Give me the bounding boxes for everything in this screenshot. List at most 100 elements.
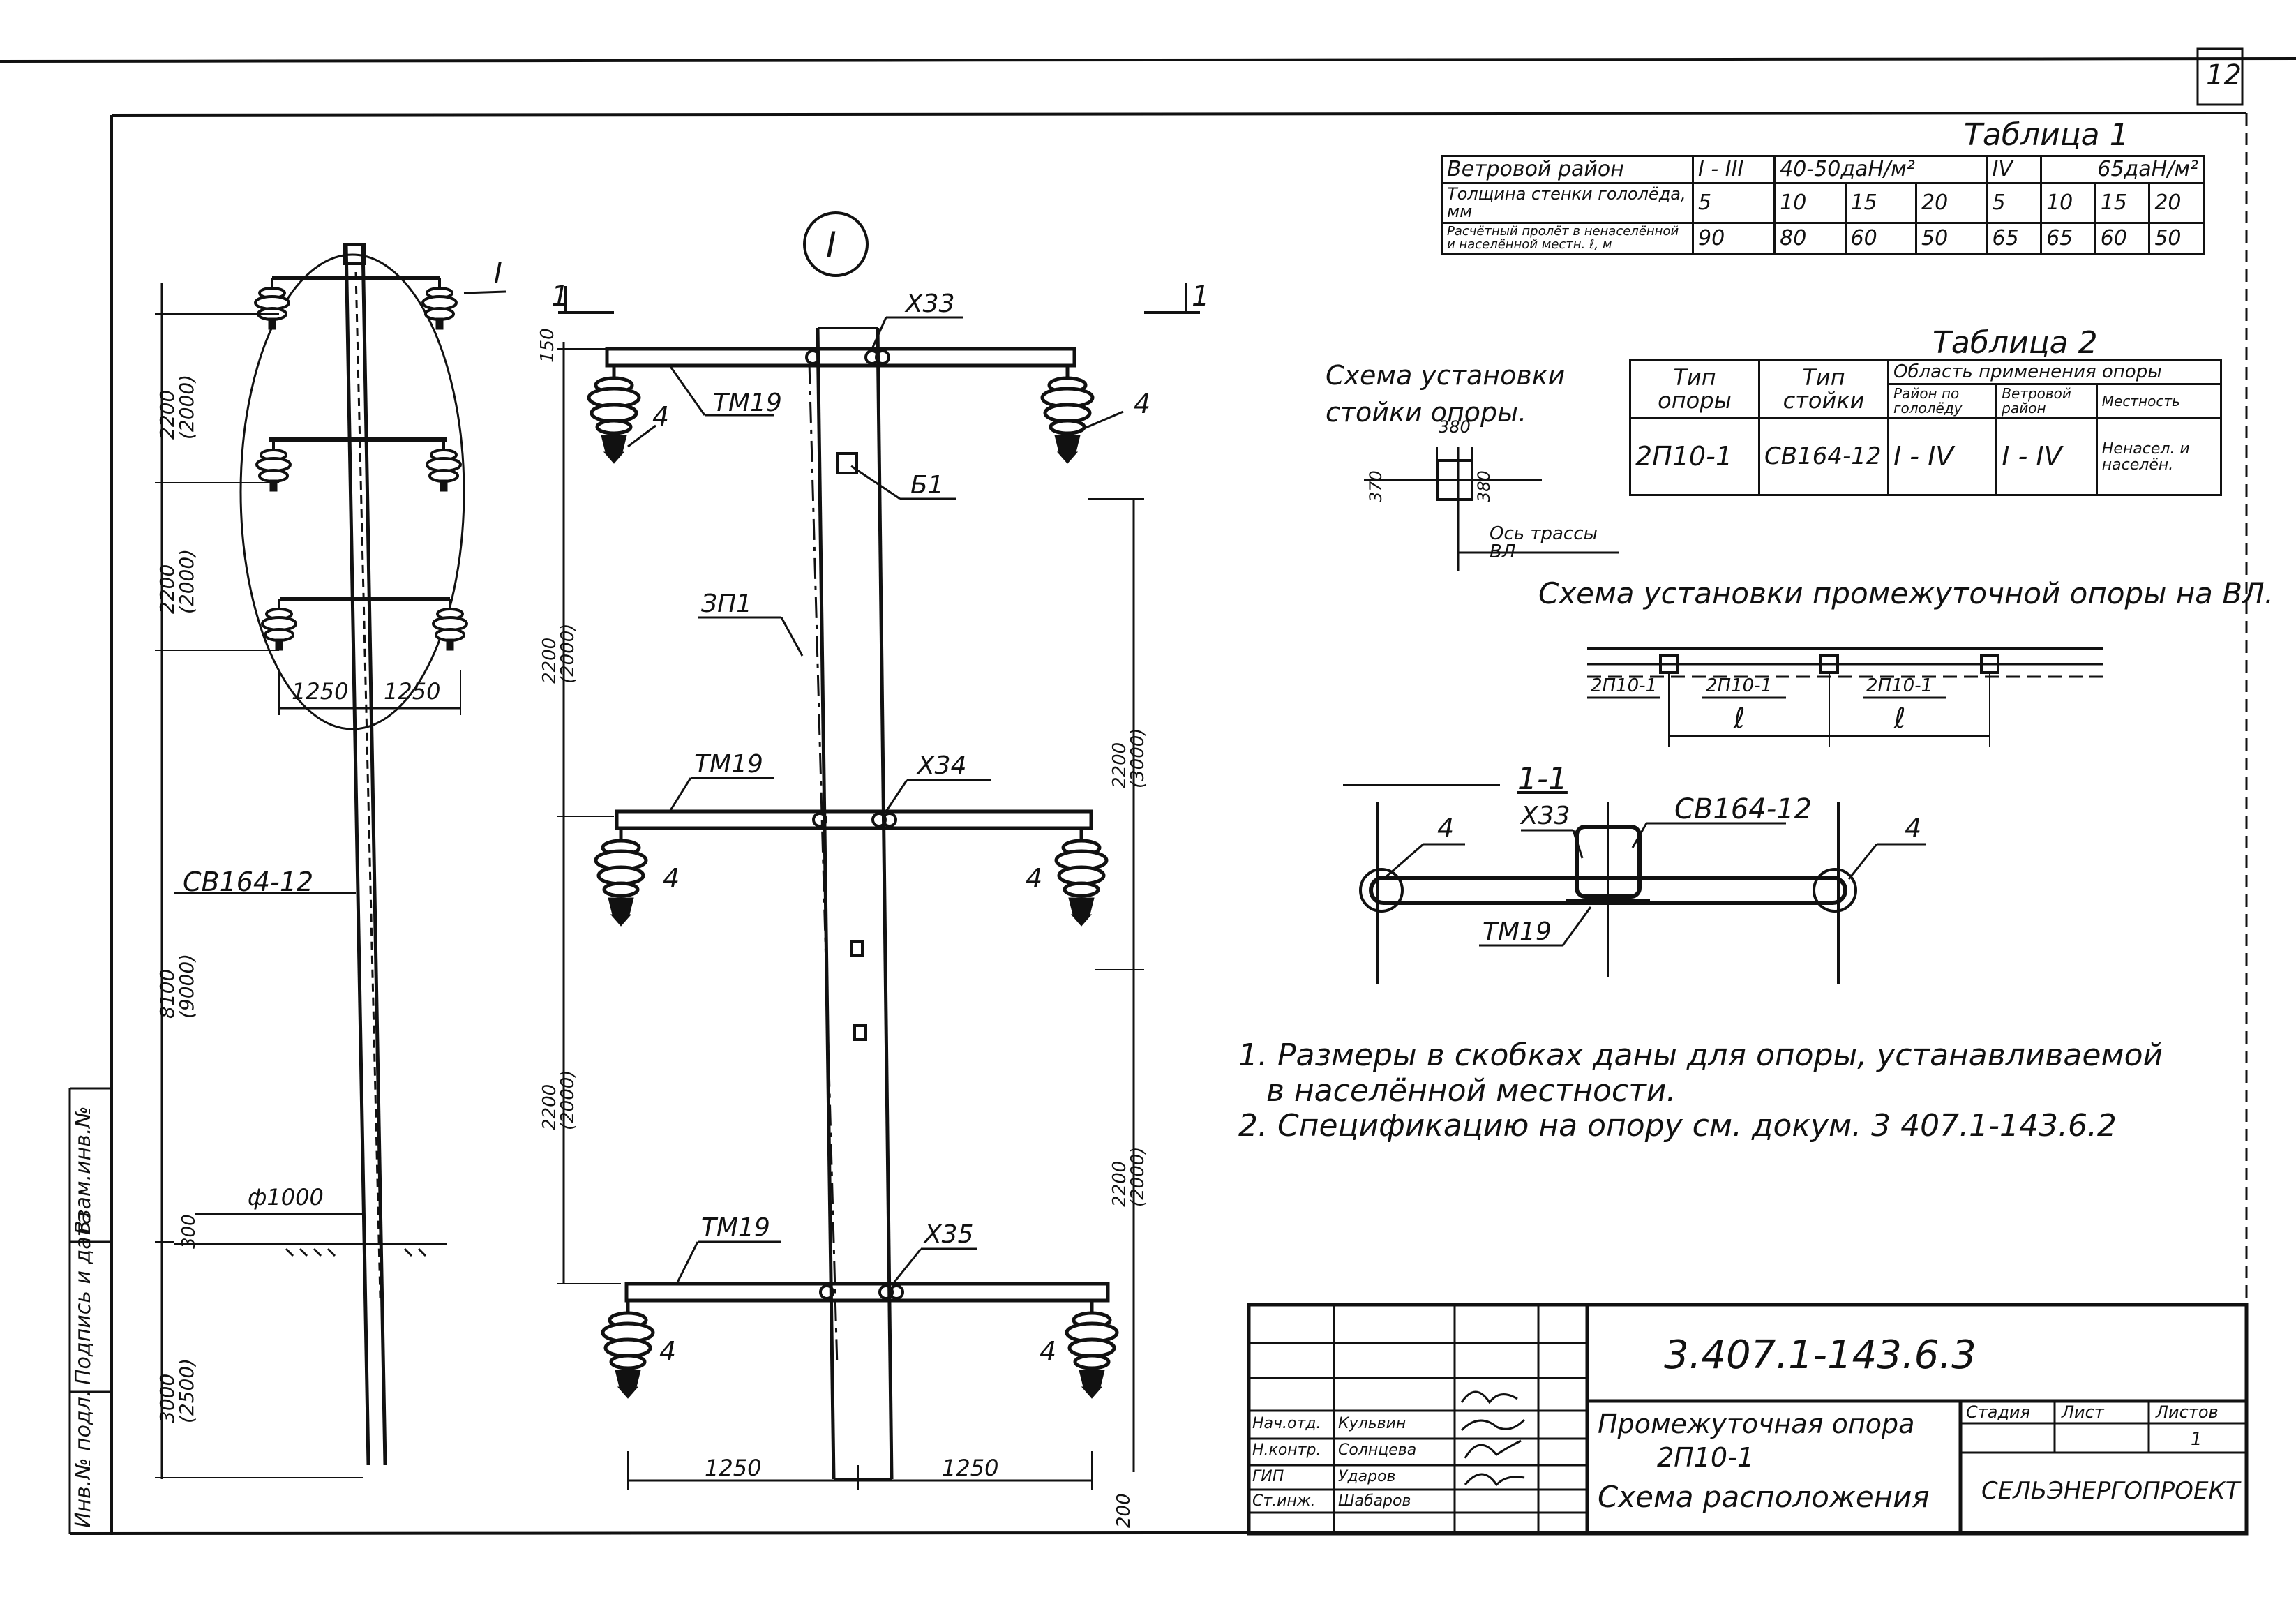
- drawing-title-2: 2П10-1: [1657, 1442, 1754, 1473]
- pole-dim-arm1: 2200 (2000): [156, 374, 198, 440]
- detail-label-x33: Х33: [906, 290, 955, 318]
- organization: СЕЛЬЭНЕРГОПРОЕКТ: [1981, 1477, 2240, 1505]
- detail-label-tm19-top: ТМ19: [713, 389, 782, 417]
- table1-span-cell: 50: [2148, 221, 2205, 255]
- section-label-insulator-left: 4: [1437, 813, 1455, 844]
- detail-dim-bottom-right: 1250: [942, 1455, 999, 1481]
- table2-col-terrain: Местность: [2095, 383, 2223, 420]
- role-gip: ГИП: [1252, 1468, 1284, 1485]
- detail-label-x35: Х35: [924, 1220, 974, 1249]
- section-label-tm19: ТМ19: [1483, 917, 1552, 946]
- stamp-signature-date: Подпись и дата: [71, 1211, 96, 1386]
- role-norm: Н.контр.: [1252, 1441, 1321, 1459]
- role-head: Нач.отд.: [1252, 1415, 1321, 1432]
- table1-pressure2: 65даН/м²: [2040, 155, 2205, 184]
- table1-span-cell: 65: [1986, 221, 2043, 255]
- table2-col-ice: Район по гололёду: [1886, 383, 1998, 420]
- table1: Ветровой район I - III 40-50даН/м² IV 65…: [1441, 155, 2205, 255]
- line-span-label: ℓ: [1734, 703, 1746, 735]
- detail-view: [557, 211, 1200, 1490]
- detail-label-zp1: ЗП1: [701, 590, 753, 618]
- detail-dim-right-lower: 2200 (2000): [1109, 1146, 1148, 1207]
- table1-ice-cell: 5: [1986, 181, 2043, 224]
- pole-dim-embed: 3000 (2500): [156, 1358, 198, 1423]
- table2-cell-ice: I - IV: [1886, 417, 1998, 497]
- sheets-label: Листов: [2156, 1402, 2219, 1422]
- install-dim-right: 380: [1474, 470, 1494, 502]
- table1-wind-label: Ветровой район: [1441, 155, 1694, 184]
- table1-span-label: Расчётный пролёт в ненаселённой и населё…: [1441, 221, 1694, 255]
- table2-cell-wind: I - IV: [1995, 417, 2098, 497]
- name-head: Кульвин: [1338, 1415, 1406, 1432]
- detail-label-insulator: 4: [663, 863, 680, 894]
- table1-ice-cell: 20: [1915, 181, 1988, 224]
- sheet-frame: [0, 47, 2296, 1535]
- install-scheme-title: Схема установки стойки опоры.: [1326, 360, 1566, 428]
- line-pole-label: 2П10-1: [1591, 675, 1658, 696]
- table2-title: Таблица 2: [1933, 325, 2098, 361]
- table1-ice-cell: 5: [1691, 181, 1776, 224]
- pole-view: [155, 243, 507, 1479]
- line-pole-label: 2П10-1: [1706, 675, 1773, 696]
- detail-label-tm19-bot: ТМ19: [701, 1213, 770, 1242]
- table1-span-cell: 80: [1773, 221, 1847, 255]
- install-dim-top: 380: [1439, 417, 1471, 437]
- name-gip: Ударов: [1338, 1468, 1396, 1485]
- install-scheme-graphic: [1364, 447, 1619, 571]
- table1-ice-label: Толщина стенки гололёда, мм: [1441, 181, 1694, 224]
- detail-label-insulator: 4: [659, 1336, 677, 1367]
- table1-ice-cell: 15: [1844, 181, 1918, 224]
- drawing-title-1: Промежуточная опора: [1598, 1409, 1915, 1439]
- notes: 1. Размеры в скобках даны для опоры, уст…: [1238, 1037, 2163, 1144]
- pole-dim-height: 8100 (9000): [156, 953, 198, 1019]
- stamp-replacement: Взам.инв.№: [71, 1106, 96, 1235]
- note-2: 2. Спецификацию на опору см. докум. 3 40…: [1238, 1108, 2117, 1144]
- install-axis-label: Ось трассы ВЛ: [1490, 523, 1598, 562]
- table2-col-support: Тип опоры: [1629, 359, 1760, 420]
- name-norm: Солнцева: [1338, 1441, 1417, 1459]
- sheets-value: 1: [2191, 1429, 2203, 1450]
- table1-wind-group1: I - III: [1691, 155, 1776, 184]
- table1-span-cell: 60: [2094, 221, 2151, 255]
- table2: Тип опоры Тип стойки Область применения …: [1629, 359, 2223, 497]
- detail-section-mark-right: 1: [1192, 280, 1210, 313]
- table1-span-cell: 50: [1915, 221, 1988, 255]
- table2-cell-support: 2П10-1: [1629, 417, 1760, 497]
- table1-ice-cell: 10: [1773, 181, 1847, 224]
- section-label-x33: Х33: [1521, 802, 1570, 830]
- role-engineer: Ст.инж.: [1252, 1492, 1316, 1510]
- line-pole-label: 2П10-1: [1866, 675, 1933, 696]
- pole-dim-half-right: 1250: [384, 678, 441, 705]
- table2-cell-post: СВ164-12: [1758, 417, 1889, 497]
- detail-label-insulator: 4: [1026, 863, 1043, 894]
- line-scheme-title: Схема установки промежуточной опоры на В…: [1538, 576, 2274, 610]
- detail-section-mark-left: 1: [551, 280, 569, 313]
- pole-dim-small: 300: [179, 1214, 200, 1249]
- detail-dim-left-upper: 2200 (2000): [539, 623, 578, 684]
- detail-label-insulator: 4: [1134, 389, 1151, 419]
- section-title: 1-1: [1517, 761, 1568, 797]
- detail-dim-bottom-left: 1250: [705, 1455, 762, 1481]
- line-span-label: ℓ: [1894, 703, 1906, 735]
- stamp-inventory: Инв.№ подл.: [71, 1390, 96, 1528]
- table1-span-cell: 60: [1844, 221, 1918, 255]
- doc-code: 3.407.1-143.6.3: [1664, 1333, 1976, 1378]
- section-label-insulator-right: 4: [1905, 813, 1922, 844]
- section-1-1-graphic: [1343, 784, 1926, 984]
- table1-wind-group2: IV: [1986, 155, 2043, 184]
- table2-col-post: Тип стойки: [1758, 359, 1889, 420]
- table1-ice-cell: 20: [2148, 181, 2205, 224]
- table1-pressure1: 40-50даН/м²: [1773, 155, 1988, 184]
- table1-title: Таблица 1: [1964, 117, 2129, 153]
- name-engineer: Шабаров: [1338, 1492, 1411, 1510]
- drawing-title-3: Схема расположения: [1598, 1480, 1930, 1514]
- detail-circle-label: I: [826, 225, 836, 265]
- pole-dim-half-left: 1250: [292, 678, 349, 705]
- pole-post-label: СВ164-12: [183, 867, 314, 897]
- detail-dim-right-upper: 2200 (3000): [1109, 728, 1148, 788]
- note-1: 1. Размеры в скобках даны для опоры, уст…: [1238, 1037, 2163, 1073]
- pole-dim-arm2: 2200 (2000): [156, 548, 198, 614]
- pole-dim-diameter: ф1000: [248, 1184, 324, 1210]
- detail-label-x34: Х34: [917, 751, 967, 780]
